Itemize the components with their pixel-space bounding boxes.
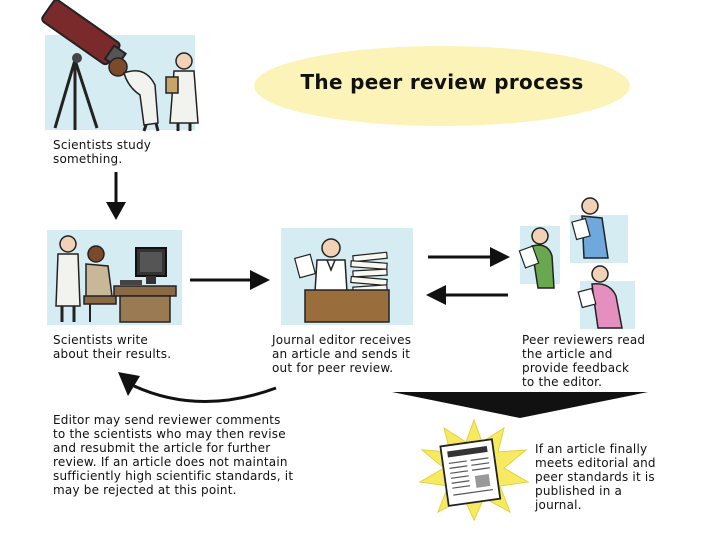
step-revise-caption: Editor may send reviewer comments to the… xyxy=(53,413,294,497)
journal-icon xyxy=(418,418,530,522)
arrow-curve-back-icon xyxy=(118,372,277,403)
arrow-down-icon xyxy=(106,172,126,220)
page-title: The peer review process xyxy=(300,70,584,94)
arrow-publish-icon xyxy=(392,392,648,418)
step-reviewers-caption: Peer reviewers read the article and prov… xyxy=(522,333,646,389)
editor-icon xyxy=(293,238,390,323)
arrow-to-editor-icon xyxy=(426,285,508,305)
step-editor-caption: Journal editor receives an article and s… xyxy=(272,333,412,375)
arrow-to-reviewers-icon xyxy=(428,247,510,267)
step-write-caption: Scientists write about their results. xyxy=(53,333,172,361)
computer-icon xyxy=(55,235,177,323)
scientists-icon xyxy=(108,52,199,132)
step-study-caption: Scientists study something. xyxy=(53,138,152,166)
step-publish-caption: If an article finally meets editorial an… xyxy=(535,442,656,512)
arrow-right-icon xyxy=(190,270,270,290)
reviewers-icon xyxy=(518,197,623,329)
title-ellipse xyxy=(254,46,630,126)
